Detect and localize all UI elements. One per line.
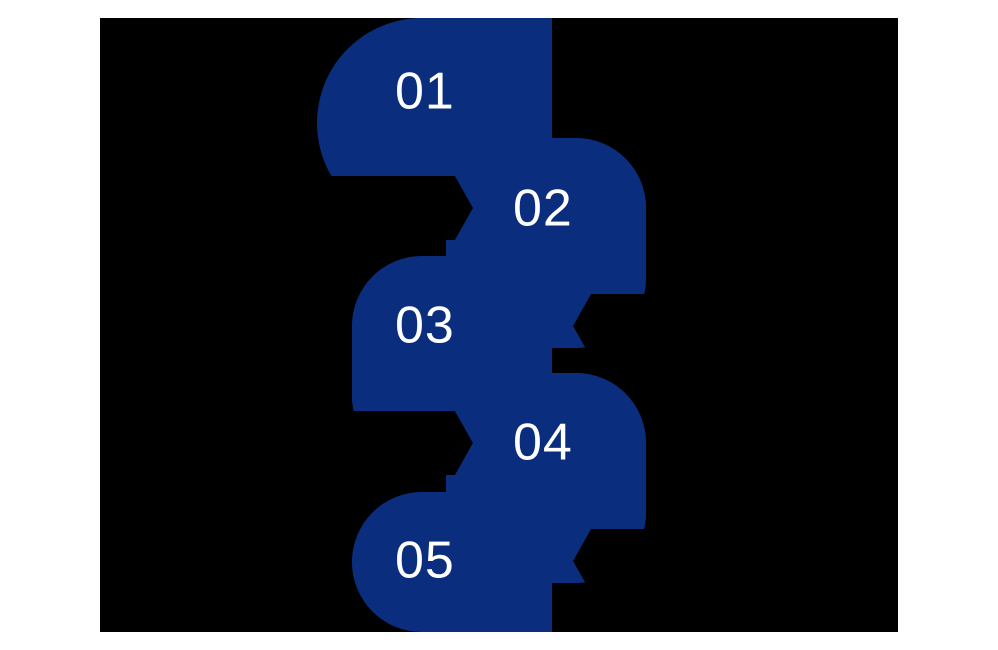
infographic-svg: 01 02 03 04 05 bbox=[100, 18, 898, 632]
capsules-masked-group bbox=[352, 18, 646, 632]
step-number-02: 02 bbox=[513, 180, 573, 238]
step-number-03: 03 bbox=[395, 297, 455, 355]
infographic-canvas: 01 02 03 04 05 bbox=[100, 18, 898, 632]
notch-cut-04-05 bbox=[573, 529, 898, 593]
notch-cut-02-03 bbox=[573, 294, 898, 358]
step-number-04: 04 bbox=[513, 414, 573, 472]
capsule-05-tail bbox=[482, 492, 552, 632]
step-number-01: 01 bbox=[395, 63, 455, 121]
step-number-05: 05 bbox=[395, 532, 455, 590]
